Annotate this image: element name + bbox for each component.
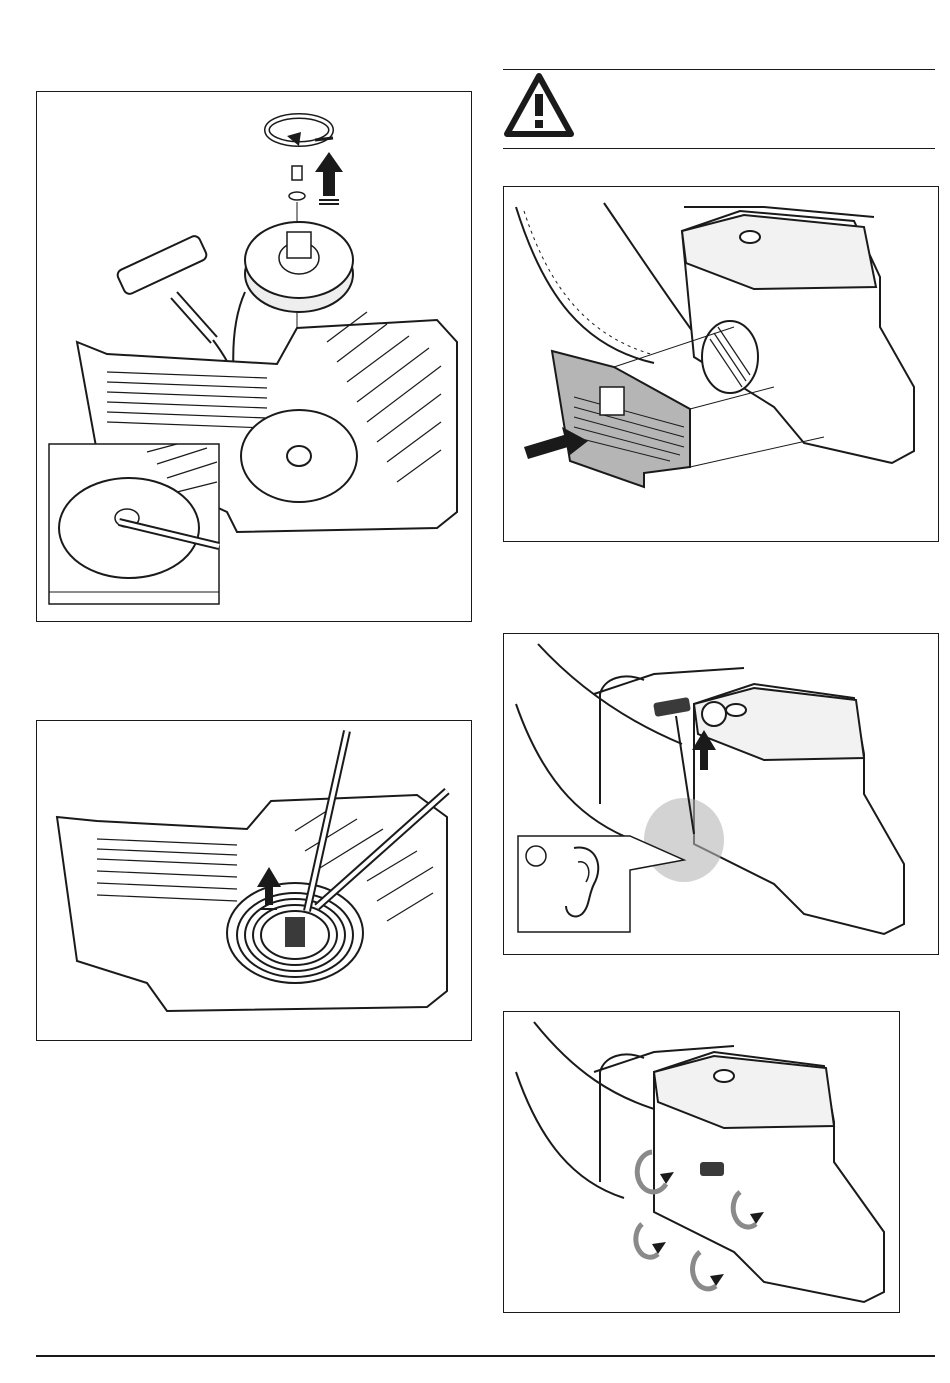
figure-starter-cover-install — [503, 186, 939, 542]
figure-starter-pulley-removal — [36, 91, 472, 622]
figure-cover-screws-tighten — [503, 1011, 900, 1313]
figure-starter-engagement-check — [503, 633, 939, 955]
rotate-counterclockwise-icon — [267, 116, 333, 146]
starter-cover — [552, 351, 690, 487]
cover-install-illustration — [504, 187, 938, 541]
spring-removal-illustration — [37, 721, 471, 1040]
engagement-check-illustration — [504, 634, 938, 954]
figure-recoil-spring-removal — [36, 720, 472, 1041]
warning-top-rule — [503, 69, 935, 70]
starter-assembly-illustration — [37, 92, 471, 621]
screws-tighten-illustration — [504, 1012, 899, 1312]
ear-inset — [518, 836, 684, 932]
warning-triangle-icon — [503, 72, 575, 138]
page-bottom-rule — [36, 1355, 935, 1357]
inset-detail — [49, 444, 219, 604]
warning-bottom-rule — [503, 148, 935, 149]
lift-arrow-icon — [315, 152, 343, 204]
